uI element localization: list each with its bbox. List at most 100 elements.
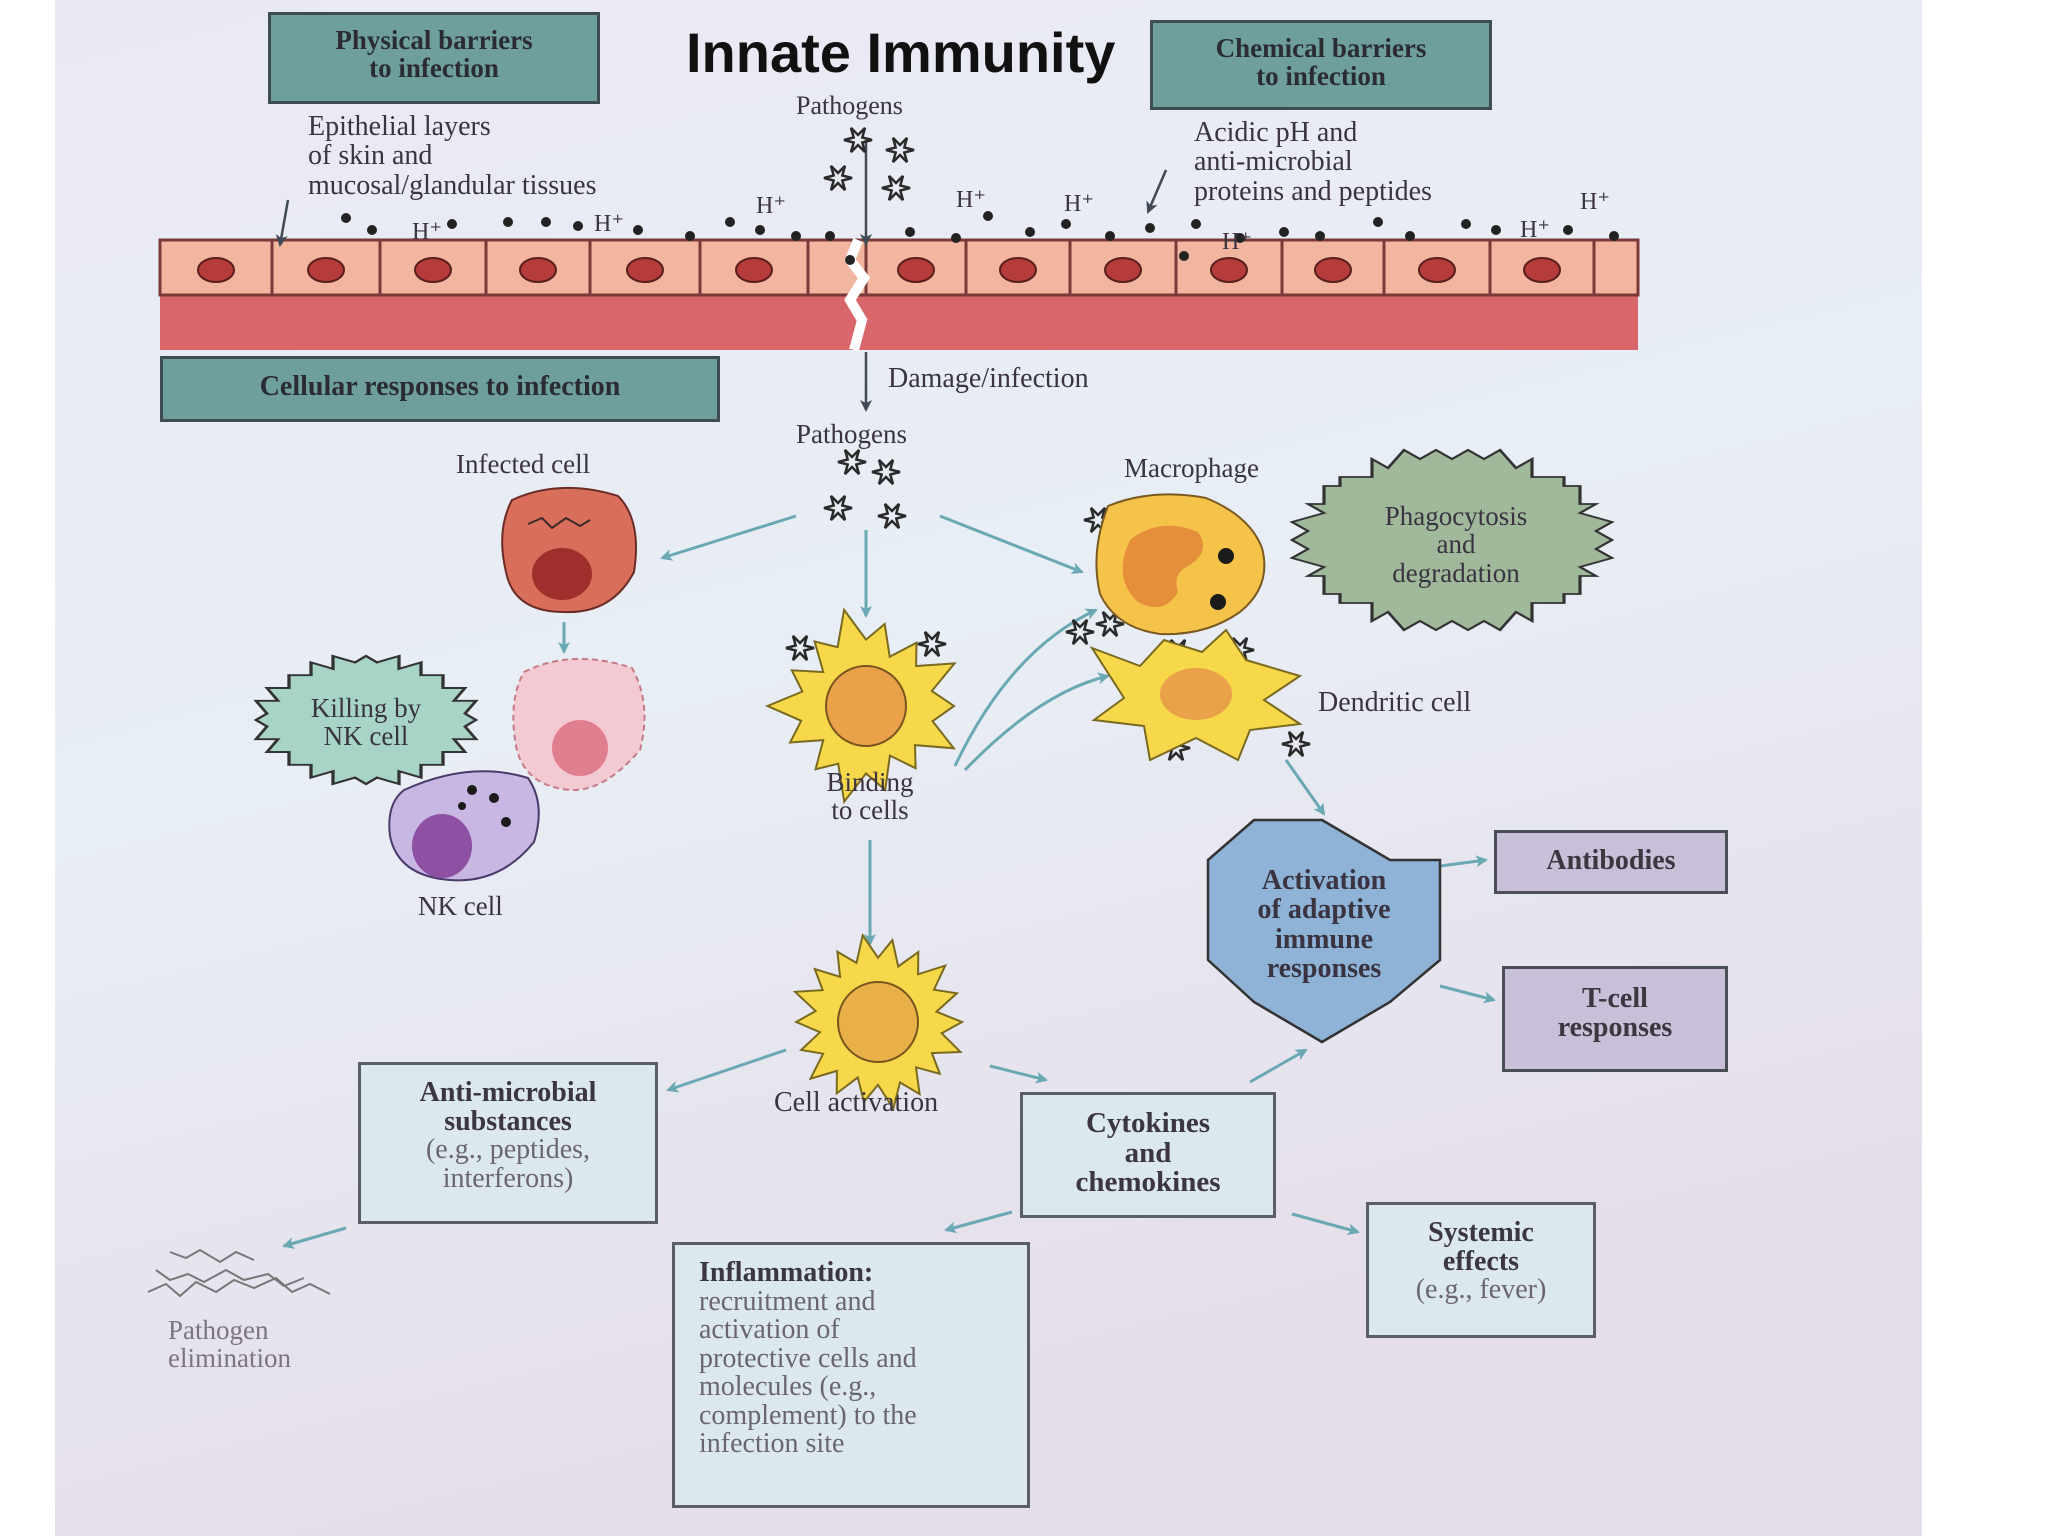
acidic-line2: anti-microbial [1194, 146, 1353, 178]
arrow-to-inflammation [944, 1210, 1013, 1234]
arrow-to-systemic [1291, 1212, 1360, 1236]
adaptive-line3: immune [1275, 923, 1373, 955]
epithelial-line3: mucosal/glandular tissues [308, 169, 597, 201]
cellular-responses-text: Cellular responses to infection [259, 371, 621, 402]
phagocytosis-burst [1289, 448, 1615, 632]
dendritic-cell [1089, 628, 1303, 762]
macrophage-cell [1095, 493, 1266, 636]
dendritic-cell-label: Dendritic cell [1318, 687, 1472, 718]
antibodies-text: Antibodies [1546, 845, 1676, 876]
h-plus-label: H⁺ [1580, 189, 1610, 215]
chemical-barriers-box: Chemical barriers to infection [1150, 20, 1492, 110]
pathogen-debris [147, 1248, 331, 1298]
pathogen-elimination-label: Pathogen elimination [168, 1316, 291, 1373]
acidic-line3: proteins and peptides [1194, 175, 1432, 207]
systemic-box: Systemic effects (e.g., fever) [1366, 1202, 1596, 1338]
physical-barriers-box: Physical barriers to infection [268, 12, 600, 104]
pathogens-top-label: Pathogens [796, 91, 903, 120]
macrophage-label: Macrophage [1124, 453, 1259, 483]
binding-line1: Binding [826, 767, 914, 797]
activated-cell [792, 932, 965, 1112]
epithelial-line1: Epithelial layers [308, 111, 491, 142]
cellular-responses-box: Cellular responses to infection [160, 356, 720, 422]
adaptive-line4: responses [1266, 953, 1382, 985]
arrow-cytokines-to-adaptive [1249, 1048, 1308, 1084]
adaptive-line2: of adaptive [1257, 894, 1391, 926]
elimination-line1: Pathogen [168, 1315, 269, 1345]
epithelial-line2: of skin and [308, 140, 433, 172]
h-plus-label: H⁺ [1064, 191, 1094, 217]
adaptive-label: Activation of adaptive immune responses [1212, 866, 1436, 984]
dying-cell [512, 657, 646, 792]
acid-dots [341, 211, 1619, 265]
systemic-line3: (e.g., fever) [1415, 1274, 1547, 1306]
tcell-box: T-cell responses [1502, 966, 1728, 1072]
acidic-label: Acidic pH and anti-microbial proteins an… [1194, 117, 1432, 207]
arrow-to-elimination [282, 1226, 347, 1249]
h-plus-label: H⁺ [1520, 217, 1550, 243]
damage-label: Damage/infection [888, 363, 1089, 394]
h-plus-label: H⁺ [1222, 229, 1252, 255]
nk-cell-label: NK cell [418, 891, 503, 921]
binding-label: Binding to cells [800, 768, 940, 825]
nk-killing-line2: NK cell [323, 721, 409, 752]
pathogens-mid-label: Pathogens [796, 419, 907, 449]
phagocytosis-line1: Phagocytosis [1384, 501, 1528, 531]
inflammation-line1: recruitment and [699, 1285, 876, 1317]
adaptive-hexagon [1206, 818, 1442, 1044]
h-plus-label: H⁺ [594, 211, 624, 237]
cytokines-line2: and [1124, 1136, 1172, 1169]
physical-barriers-line2: to infection [369, 52, 499, 83]
nk-killing-burst [253, 654, 479, 786]
nk-killing-label: Killing by NK cell [276, 694, 456, 751]
elimination-line2: elimination [168, 1343, 291, 1374]
tcell-line2: responses [1557, 1011, 1673, 1043]
inflammation-line3: protective cells and [699, 1342, 917, 1374]
inflammation-line4: molecules (e.g., [699, 1371, 877, 1403]
acidic-line1: Acidic pH and [1194, 117, 1358, 148]
antibodies-box: Antibodies [1494, 830, 1728, 894]
chemical-barriers-line2: to infection [1256, 60, 1386, 91]
infected-cell-label: Infected cell [456, 449, 591, 479]
cytokines-box: Cytokines and chemokines [1020, 1092, 1276, 1218]
inflammation-line6: infection site [699, 1428, 845, 1460]
arrow-to-cytokines [989, 1064, 1048, 1084]
antimicrobial-line4: interferons) [442, 1162, 574, 1194]
cytokines-line1: Cytokines [1085, 1107, 1211, 1139]
binding-line2: to cells [831, 795, 909, 826]
adaptive-line1: Activation [1261, 865, 1387, 896]
tcell-line1: T-cell [1582, 983, 1648, 1014]
page-title: Innate Immunity [686, 21, 1116, 84]
inflammation-line2: activation of [699, 1314, 840, 1346]
arrow-to-tcell [1439, 984, 1496, 1004]
antimicrobial-line1: Anti-microbial [419, 1077, 597, 1108]
arrow-binding-to-dendritic [963, 672, 1110, 772]
epithelial-label: Epithelial layers of skin and mucosal/gl… [308, 111, 597, 201]
antimicrobial-box: Anti-microbial substances (e.g., peptide… [358, 1062, 658, 1224]
arrow-to-antibodies [1439, 855, 1488, 868]
physical-barriers-line1: Physical barriers [335, 25, 533, 55]
epithelium-layer [158, 238, 1640, 352]
arrow-acidic [1146, 169, 1168, 214]
arrow-to-infected [660, 514, 797, 561]
phagocytosis-label: Phagocytosis and degradation [1336, 502, 1576, 587]
arrow-to-antimicrobial [666, 1048, 787, 1093]
inflammation-line5: complement) to the [699, 1399, 917, 1431]
arrow-to-macrophage [939, 514, 1084, 574]
antimicrobial-line2: substances [444, 1105, 572, 1137]
cytokines-line3: chemokines [1075, 1166, 1221, 1199]
systemic-line1: Systemic [1428, 1217, 1534, 1248]
nk-cell [388, 770, 540, 882]
h-plus-label: H⁺ [956, 187, 986, 213]
arrow-dendritic-to-adaptive [1284, 759, 1326, 816]
arrow-epithelial [275, 199, 290, 247]
chemical-barriers-line1: Chemical barriers [1215, 33, 1427, 63]
nk-killing-line1: Killing by [310, 693, 422, 723]
inflammation-box: Inflammation: recruitment and activation… [672, 1242, 1030, 1508]
infected-cell [501, 486, 637, 614]
h-plus-label: H⁺ [756, 193, 786, 219]
phagocytosis-line2: and [1436, 529, 1476, 560]
binding-cell [764, 607, 957, 805]
inflammation-heading: Inflammation: [699, 1257, 874, 1288]
systemic-line2: effects [1442, 1245, 1520, 1277]
